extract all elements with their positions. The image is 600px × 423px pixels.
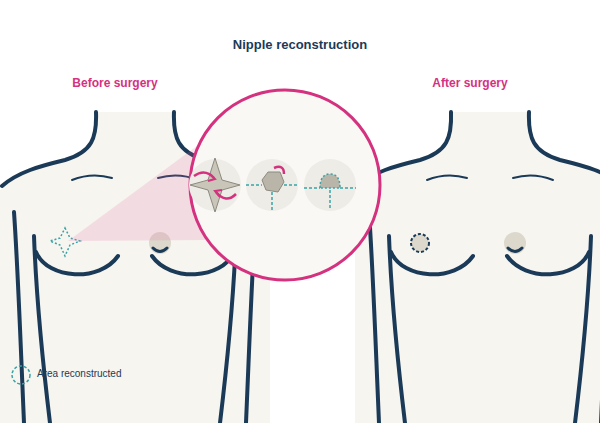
step-2 [246, 159, 298, 211]
flap-marking [50, 228, 80, 256]
legend-swatch [12, 366, 30, 384]
magnifier-circle [190, 90, 380, 280]
panel-label: After surgery [390, 76, 550, 90]
diagram-title: Nipple reconstruction [0, 37, 600, 52]
torso-after [355, 0, 600, 423]
step-1 [189, 158, 241, 212]
step-3 [304, 159, 356, 211]
zoom-cone [68, 140, 205, 241]
reconstructed-nipple [411, 234, 429, 252]
legend-text: Area reconstructed [37, 368, 122, 379]
panel-label: Before surgery [35, 76, 195, 90]
